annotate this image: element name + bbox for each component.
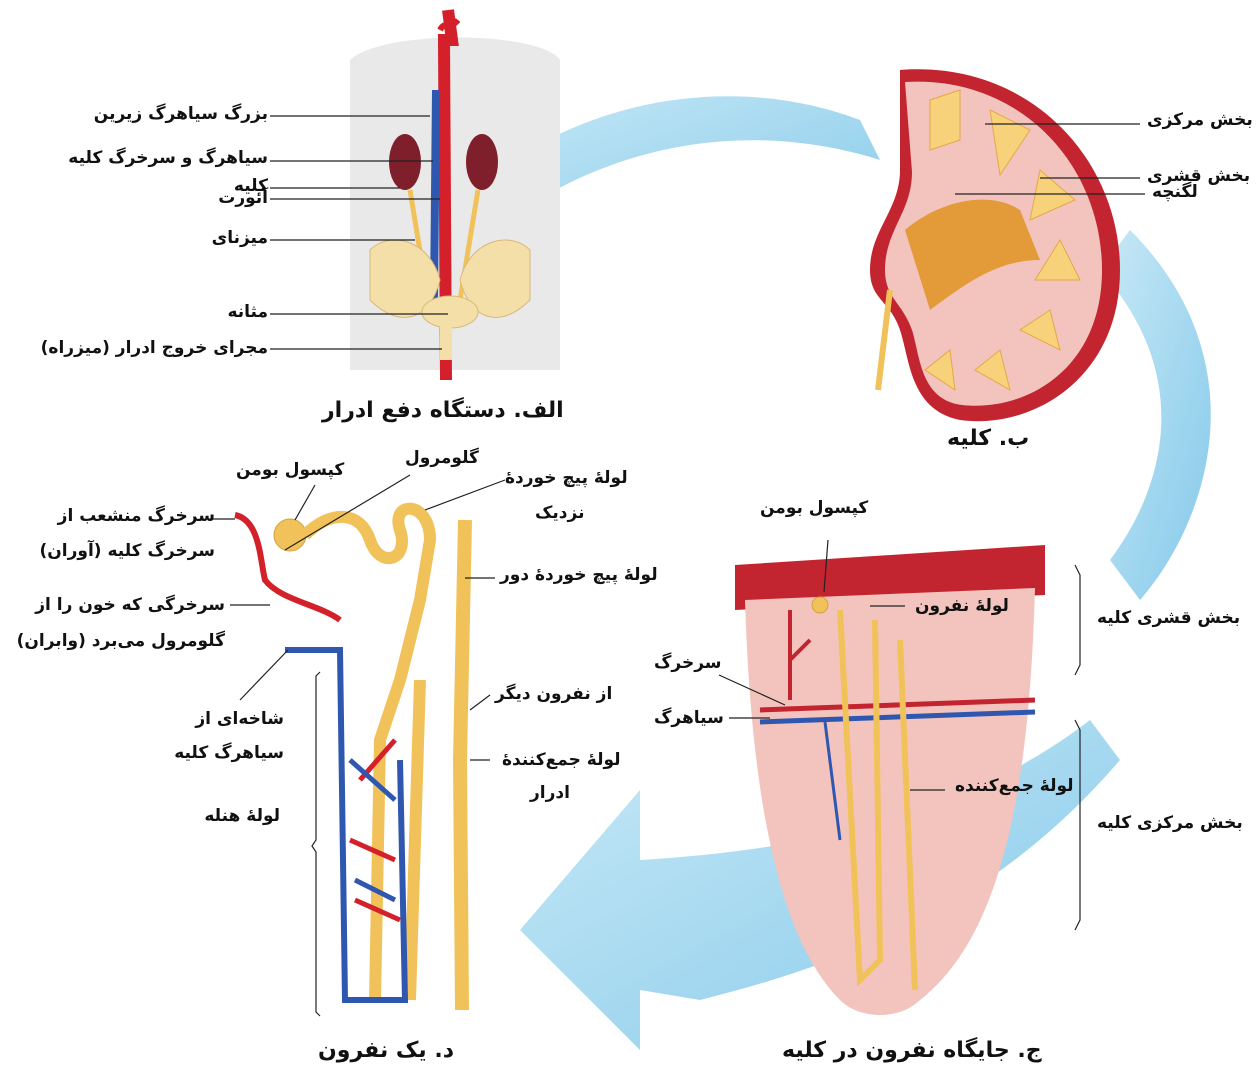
label-d-efferent-1: سرخرگی که خون را از: [35, 597, 225, 614]
label-d-distal: لولهٔ پیچ خوردهٔ دور: [500, 567, 658, 584]
label-d-henle: لولهٔ هنله: [204, 808, 280, 825]
label-aorta: آئورت: [218, 190, 268, 207]
label-renal-vessels: سیاهرگ و سرخرگ کلیه: [68, 150, 268, 167]
label-d-afferent-1: سرخرگ منشعب از: [58, 508, 215, 525]
label-d-proximal-1: لولهٔ پیچ خوردهٔ: [505, 470, 628, 487]
label-d-collecting-2: ادرار: [530, 785, 570, 802]
caption-a: الف. دستگاه دفع ادرار: [322, 400, 564, 422]
label-pelvis: لگنچه: [1152, 184, 1198, 201]
label-urethra: مجرای خروج ادرار (میزراه): [41, 340, 268, 357]
label-c-nephron-tube: لولهٔ نفرون: [915, 598, 1009, 615]
label-d-efferent-2: گلومرول می‌برد (وابران): [17, 633, 225, 650]
label-c-cortex-region: بخش قشری کلیه: [1097, 610, 1240, 627]
kidney-section-illustration: [870, 69, 1120, 421]
label-d-proximal-2: نزدیک: [535, 505, 584, 522]
label-bladder: مثانه: [227, 304, 268, 321]
caption-d: د. یک نفرون: [318, 1040, 454, 1062]
label-d-bowman: کپسول بومن: [236, 462, 344, 479]
label-d-collecting-1: لولهٔ جمع‌کنندهٔ: [502, 752, 621, 769]
urinary-system-illustration: [350, 10, 560, 380]
label-d-from-other: از نفرون دیگر: [495, 686, 612, 703]
label-c-artery: سرخرگ: [654, 655, 722, 672]
label-ureter: میزنای: [212, 230, 268, 247]
label-c-collecting: لولهٔ جمع‌کننده: [955, 778, 1074, 795]
caption-b: ب. کلیه: [947, 428, 1029, 450]
caption-c: ج. جایگاه نفرون در کلیه: [782, 1040, 1042, 1062]
label-c-bowman: کپسول بومن: [760, 500, 868, 517]
label-d-vein-branch-1: شاخه‌ای از: [195, 711, 284, 728]
label-d-afferent-2: سرخرگ کلیه (آوران): [40, 543, 216, 560]
label-d-vein-branch-2: سیاهرگ کلیه: [174, 745, 284, 762]
label-d-glomerulus: گلومرول: [405, 450, 479, 467]
label-vena-cava: بزرگ سیاهرگ زیرین: [94, 106, 268, 123]
label-c-vein: سیاهرگ: [654, 710, 724, 727]
label-c-medulla-region: بخش مرکزی کلیه: [1097, 815, 1243, 832]
label-medulla: بخش مرکزی: [1147, 112, 1253, 129]
